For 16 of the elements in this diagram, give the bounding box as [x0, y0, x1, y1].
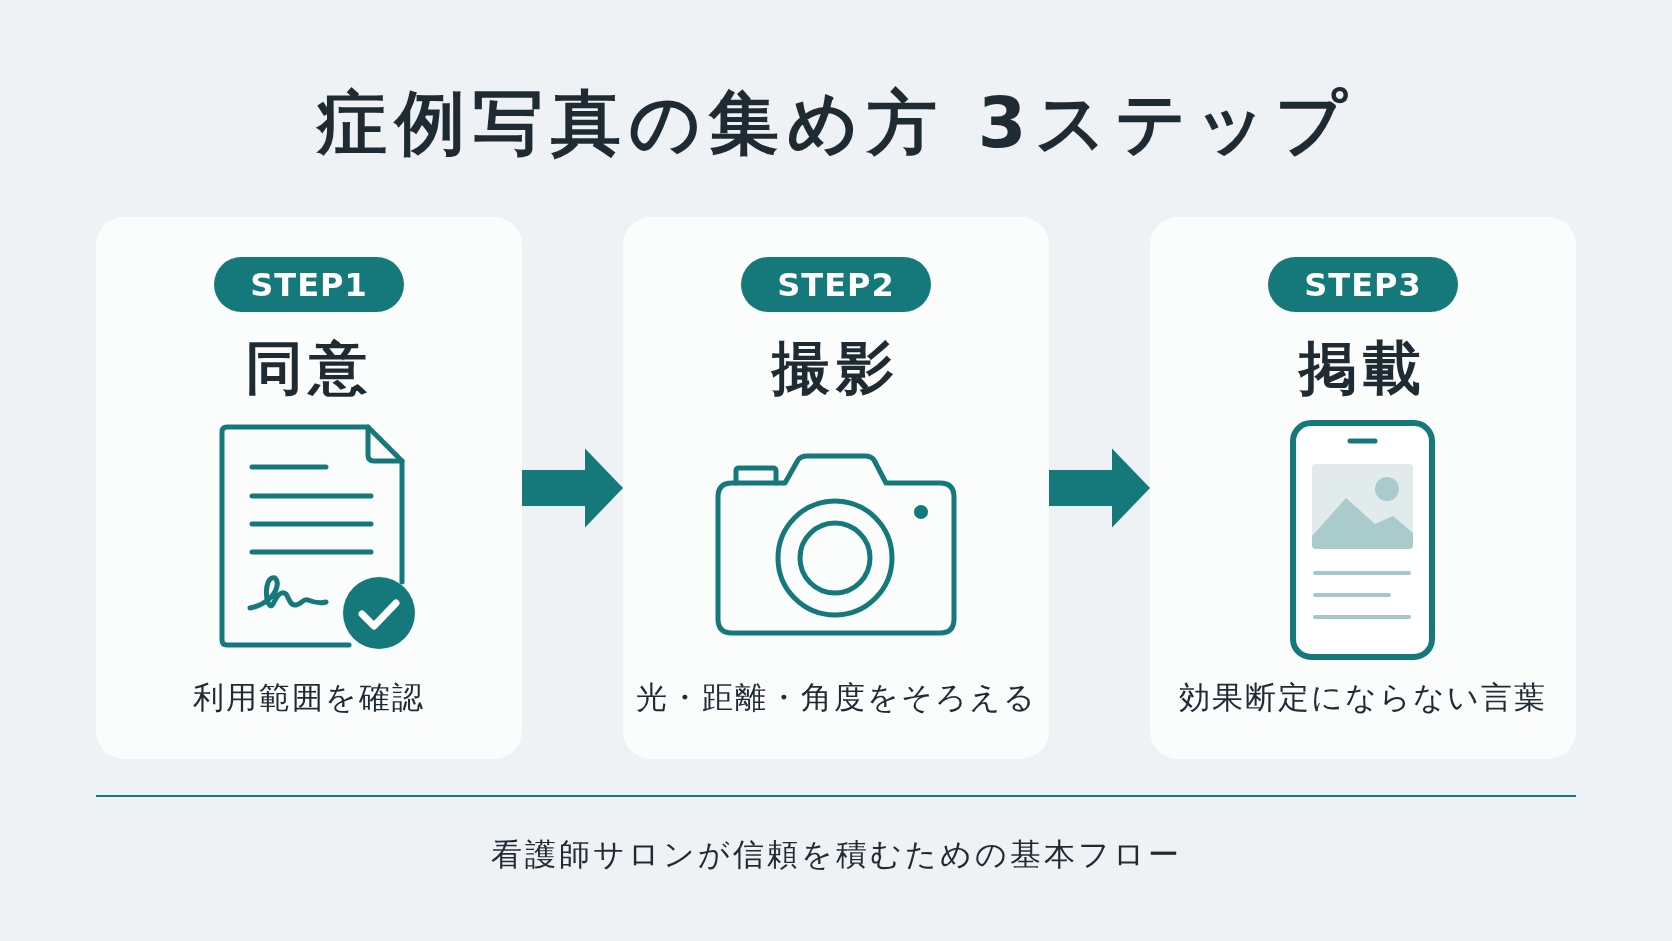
- step-heading: 掲載: [1299, 334, 1427, 404]
- step-description: 利用範囲を確認: [193, 679, 425, 717]
- step-badge: STEP2: [741, 257, 931, 312]
- step-card: [623, 217, 1049, 759]
- step-heading: 同意: [245, 334, 373, 404]
- step-card: [1150, 217, 1576, 759]
- step-description: 効果断定にならない言葉: [1179, 679, 1547, 717]
- step-description: 光・距離・角度をそろえる: [635, 679, 1037, 717]
- arrow: [522, 448, 623, 528]
- arrow: [1049, 448, 1150, 528]
- title: 症例写真の集め方 3ステップ: [317, 81, 1355, 165]
- step-card: [96, 217, 522, 759]
- step-badge: STEP1: [214, 257, 404, 312]
- step-badge: STEP3: [1268, 257, 1458, 312]
- step-heading: 撮影: [772, 334, 900, 404]
- caption: 看護師サロンが信頼を積むための基本フロー: [490, 836, 1182, 874]
